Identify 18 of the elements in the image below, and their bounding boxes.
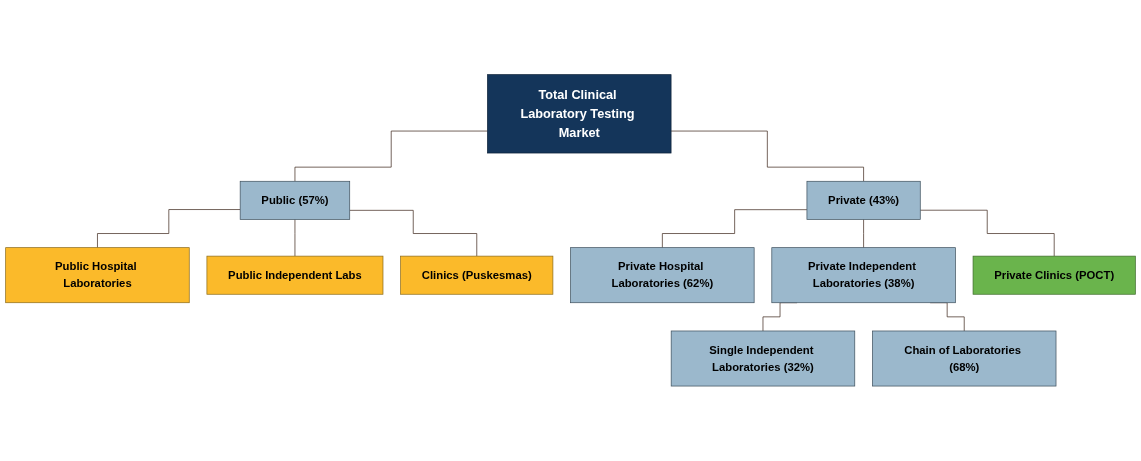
node-box: Total Clinical Laboratory Testing Market xyxy=(487,74,672,154)
node-box: Public (57%) xyxy=(239,181,351,220)
node-box: Private (43%) xyxy=(806,181,921,220)
node-box: Private Clinics (POCT) xyxy=(972,255,1136,295)
node-box: Chain of Laboratories (68%) xyxy=(872,330,1057,387)
connector xyxy=(919,210,1055,257)
node-box: Public Hospital Laboratories xyxy=(5,247,190,304)
connector xyxy=(662,209,808,249)
connector xyxy=(349,210,478,257)
node-box: Public Independent Labs xyxy=(206,255,384,295)
connector xyxy=(670,130,864,182)
node-box: Single Independent Laboratories (32%) xyxy=(670,330,856,387)
node-box: Private Hospital Laboratories (62%) xyxy=(570,247,755,304)
connector xyxy=(863,219,864,249)
connector xyxy=(97,209,241,249)
node-box: Clinics (Puskesmas) xyxy=(400,255,554,295)
connector xyxy=(294,130,488,182)
node-box: Private Independent Laboratories (38%) xyxy=(771,247,956,304)
